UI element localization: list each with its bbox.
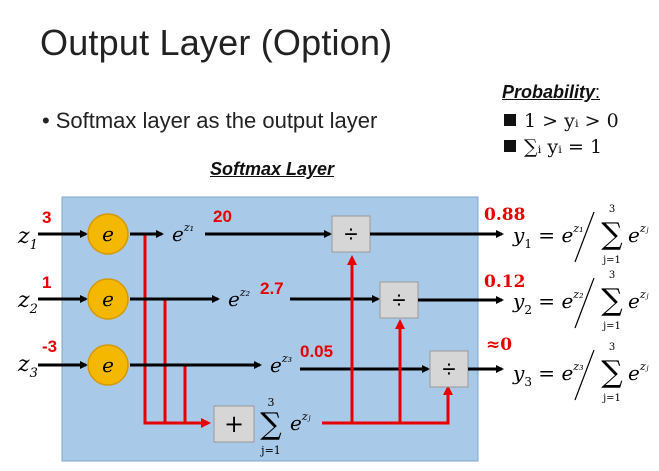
- divide-box-3: ÷: [429, 350, 469, 388]
- probability-heading: Probability:: [502, 82, 601, 102]
- square-bullet-icon: [504, 114, 516, 126]
- svg-text:ezⱼ: ezⱼ: [628, 288, 649, 313]
- exp-value-1: 20: [213, 207, 232, 226]
- svg-text:÷: ÷: [392, 287, 405, 314]
- svg-text:÷: ÷: [442, 356, 455, 383]
- svg-text:ezⱼ: ezⱼ: [290, 410, 311, 435]
- softmax-layer-box: [61, 196, 479, 462]
- exp-value-3: 0.05: [300, 342, 333, 361]
- sum-output-routing: [322, 262, 450, 425]
- svg-text:ezⱼ: ezⱼ: [628, 360, 649, 385]
- softmax-layer-label: Softmax Layer: [210, 159, 335, 179]
- svg-text:∑: ∑: [601, 283, 623, 318]
- svg-text:e: e: [102, 353, 114, 377]
- svg-text:÷: ÷: [344, 221, 357, 248]
- exp-node-3: e: [87, 344, 129, 386]
- svg-text:∑: ∑: [601, 217, 623, 252]
- svg-text:j=1: j=1: [259, 444, 281, 457]
- divide-box-1: ÷: [331, 215, 371, 253]
- sum-expression: 3 ∑ j=1 ezⱼ: [259, 396, 310, 457]
- output-formula-3: y3 = ez₃ 3 ∑ j=1 ezⱼ: [512, 342, 649, 404]
- input-z3: z3: [17, 352, 38, 381]
- divide-box-2: ÷: [379, 281, 419, 319]
- svg-text:3: 3: [609, 204, 615, 215]
- svg-text:+: +: [224, 410, 244, 438]
- svg-text:j=1: j=1: [602, 255, 621, 266]
- input-value-1: 3: [42, 208, 51, 227]
- exp-value-2: 2.7: [260, 279, 284, 298]
- exp-node-1: e: [87, 213, 129, 255]
- svg-text:y1 = ez₁: y1 = ez₁: [512, 222, 584, 251]
- exp-node-2: e: [87, 278, 129, 320]
- bullet-point: •Softmax layer as the output layer: [42, 108, 378, 133]
- svg-text:j=1: j=1: [602, 321, 621, 332]
- input-z2: z2: [17, 288, 38, 317]
- svg-text:∑: ∑: [260, 407, 282, 442]
- svg-text:j=1: j=1: [602, 393, 621, 404]
- svg-text:e: e: [102, 222, 114, 246]
- svg-text:y2 = ez₂: y2 = ez₂: [512, 288, 584, 317]
- probability-item-2: ∑ᵢ yᵢ = 1: [504, 136, 602, 158]
- output-value-2: 0.12: [484, 272, 525, 292]
- square-bullet-icon: [504, 140, 516, 152]
- svg-text:∑: ∑: [601, 355, 623, 390]
- svg-text:3: 3: [268, 396, 275, 409]
- bullet-text: Softmax layer as the output layer: [55, 108, 378, 133]
- output-formula-1: y1 = ez₁ 3 ∑ j=1 ezⱼ: [512, 204, 649, 266]
- output-formula-2: y2 = ez₂ 3 ∑ j=1 ezⱼ: [512, 270, 649, 332]
- output-value-1: 0.88: [484, 205, 525, 225]
- svg-text:y3 = ez₃: y3 = ez₃: [512, 360, 584, 389]
- slide-title: Output Layer (Option): [40, 22, 393, 63]
- input-value-2: 1: [42, 273, 51, 292]
- output-value-3: ≈0: [486, 335, 512, 355]
- input-value-3: -3: [42, 337, 57, 356]
- svg-text:3: 3: [609, 270, 615, 281]
- svg-text:e: e: [102, 287, 114, 311]
- svg-text:ezⱼ: ezⱼ: [628, 222, 649, 247]
- input-z1: z1: [17, 224, 38, 253]
- svg-text:3: 3: [609, 342, 615, 353]
- plus-box: +: [213, 405, 255, 443]
- probability-item-1: 1 > yᵢ > 0: [504, 110, 619, 132]
